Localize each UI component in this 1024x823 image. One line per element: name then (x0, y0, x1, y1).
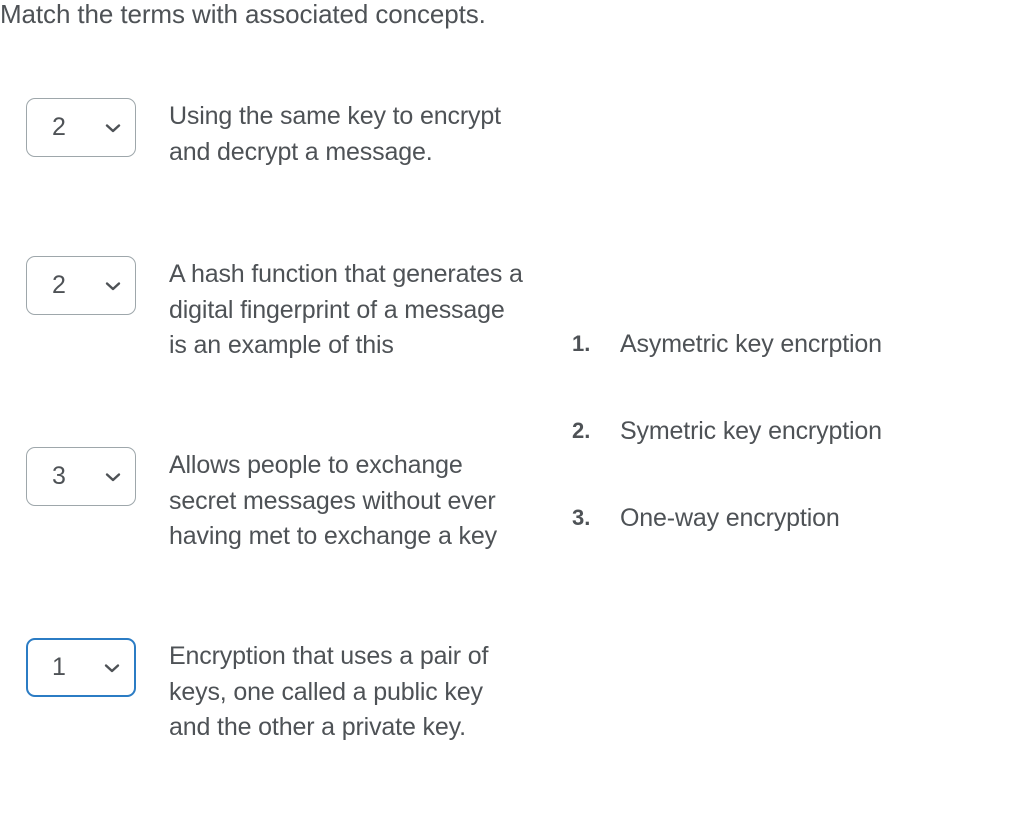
answer-select-4[interactable]: 1 (26, 638, 136, 697)
match-row: 2 Using the same key to encrypt and decr… (0, 90, 545, 250)
match-rows-container: 2 Using the same key to encrypt and decr… (0, 90, 545, 820)
term-text: Encryption that uses a pair of keys, one… (169, 642, 489, 741)
concept-list-item: 3. One-way encryption (572, 500, 1002, 587)
concept-list: 1. Asymetric key encrption 2. Symetric k… (572, 326, 1002, 587)
chevron-down-icon (103, 276, 123, 296)
concept-label: Symetric key encryption (620, 417, 882, 445)
term-text: Allows people to exchange secret message… (169, 451, 497, 550)
answer-select-3[interactable]: 3 (26, 447, 136, 506)
answer-select-3-value: 3 (52, 462, 66, 490)
answer-select-4-value: 1 (52, 653, 66, 681)
question-prompt: Match the terms with associated concepts… (0, 0, 486, 29)
chevron-down-icon (103, 118, 123, 138)
concept-number: 2. (572, 418, 591, 443)
term-text: A hash function that generates a digital… (169, 260, 523, 359)
match-row: 3 Allows people to exchange secret messa… (0, 440, 545, 630)
chevron-down-icon (102, 658, 122, 678)
match-row: 1 Encryption that uses a pair of keys, o… (0, 630, 545, 820)
term-text: Using the same key to encrypt and decryp… (169, 102, 501, 166)
concept-list-item: 1. Asymetric key encrption (572, 326, 1002, 413)
answer-select-1[interactable]: 2 (26, 98, 136, 157)
answer-select-1-value: 2 (52, 113, 66, 141)
concept-number: 3. (572, 505, 591, 530)
concept-label: One-way encryption (620, 504, 840, 532)
match-row: 2 A hash function that generates a digit… (0, 250, 545, 440)
concept-label: Asymetric key encrption (620, 330, 882, 358)
concept-list-item: 2. Symetric key encryption (572, 413, 1002, 500)
answer-select-2-value: 2 (52, 271, 66, 299)
answer-select-2[interactable]: 2 (26, 256, 136, 315)
chevron-down-icon (103, 467, 123, 487)
concept-number: 1. (572, 331, 591, 356)
